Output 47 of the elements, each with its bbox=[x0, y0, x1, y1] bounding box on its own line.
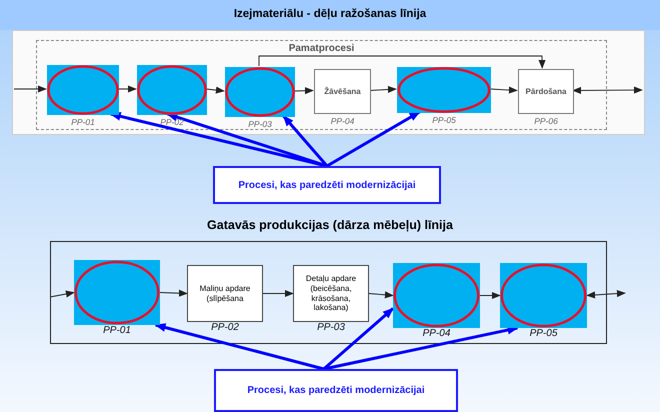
group-heading: Pamatprocesi bbox=[288, 43, 356, 54]
process-box: Žāvēšana bbox=[314, 69, 371, 114]
flow-arrow bbox=[258, 56, 546, 69]
process-code: PP-02 bbox=[159, 117, 185, 127]
pointer-arrow bbox=[326, 110, 420, 168]
process-code: PP-04 bbox=[330, 116, 356, 126]
pointer-arrow bbox=[282, 115, 328, 167]
flow-arrow bbox=[50, 290, 75, 298]
flow-arrow bbox=[14, 85, 47, 93]
pointer-arrow bbox=[322, 307, 394, 370]
flow-arrow bbox=[480, 292, 501, 300]
process-code: PP-05 bbox=[528, 328, 558, 339]
highlighted-process bbox=[500, 263, 587, 328]
flow-arrow bbox=[206, 86, 225, 94]
flow-arrow bbox=[586, 290, 626, 299]
diagram-title: Izejmateriālu - dēļu ražošanas līnija bbox=[234, 8, 426, 20]
flow-arrow bbox=[160, 290, 188, 297]
flow-arrow bbox=[118, 85, 137, 93]
section-title: Gatavās produkcijas (dārza mēbeļu) līnija bbox=[207, 218, 453, 232]
flow-arrow bbox=[370, 86, 397, 94]
process-code: PP-04 bbox=[422, 328, 452, 339]
highlighted-process bbox=[137, 65, 207, 115]
process-code: PP-05 bbox=[431, 115, 457, 125]
highlighted-process bbox=[225, 67, 295, 117]
flow-arrow bbox=[294, 87, 314, 94]
highlighted-process bbox=[393, 263, 480, 328]
highlighted-process bbox=[47, 65, 119, 115]
process-code: PP-03 bbox=[247, 119, 273, 129]
pointer-arrow bbox=[154, 323, 324, 370]
process-code: PP-01 bbox=[102, 325, 132, 336]
callout-box: Procesi, kas paredzēti modernizācijai bbox=[213, 166, 441, 204]
flow-arrow bbox=[368, 291, 394, 298]
process-code: PP-01 bbox=[70, 117, 96, 127]
process-box: Maliņu apdare (slīpēšana bbox=[187, 265, 263, 322]
process-box: Pārdošana bbox=[518, 69, 574, 114]
process-code: PP-02 bbox=[210, 322, 240, 333]
flow-arrow bbox=[262, 290, 294, 298]
callout-box: Procesi, kas paredzēti modernizācijai bbox=[214, 369, 458, 412]
flow-arrow bbox=[572, 86, 643, 94]
pointer-arrow bbox=[324, 326, 518, 370]
flow-arrow bbox=[490, 86, 518, 94]
highlighted-process bbox=[397, 67, 491, 113]
process-box: Detaļu apdare (beicēšana, krāsošana, lakošana) bbox=[293, 265, 369, 322]
dashed-group bbox=[36, 40, 607, 130]
process-code: PP-06 bbox=[533, 116, 559, 126]
highlighted-process bbox=[74, 260, 160, 325]
process-code: PP-03 bbox=[316, 322, 346, 333]
